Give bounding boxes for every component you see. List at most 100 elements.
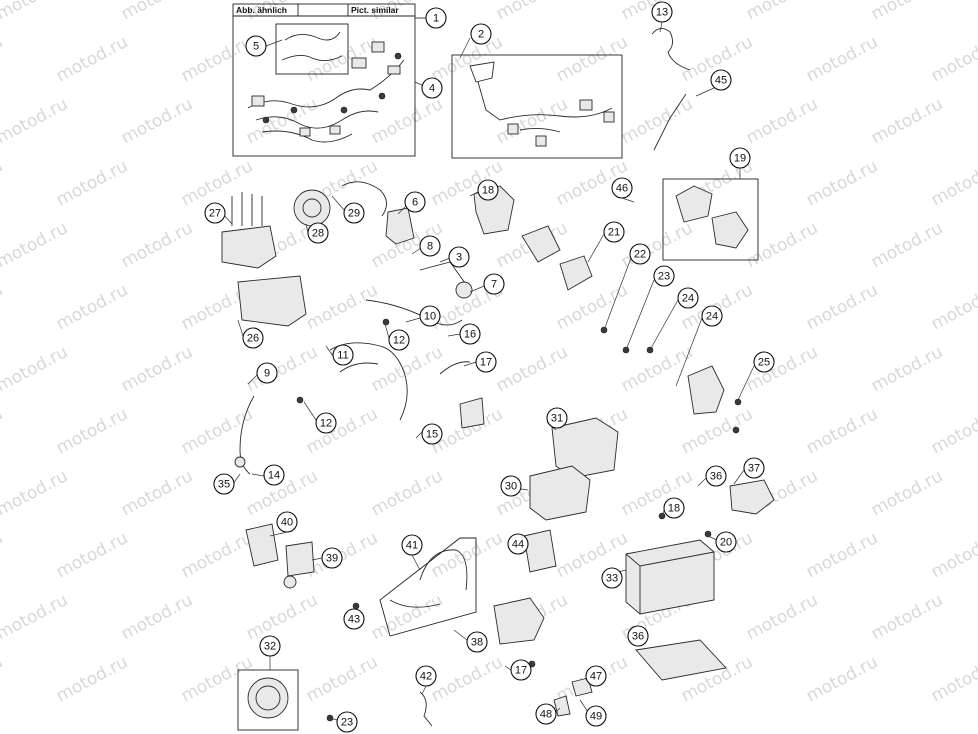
callout-27: 27 <box>204 202 226 224</box>
leader-line <box>469 191 479 197</box>
callout-6: 6 <box>404 191 426 213</box>
leader-line <box>251 473 265 477</box>
leader-line <box>504 665 512 671</box>
callout-36: 36 <box>705 465 727 487</box>
watermark-text: motod.ru <box>303 652 381 706</box>
watermark-text: motod.ru <box>243 590 321 644</box>
callout-circle <box>603 221 625 243</box>
callout-22: 22 <box>629 243 651 265</box>
watermark-text: motod.ru <box>928 156 978 210</box>
callout-4: 4 <box>421 77 443 99</box>
subassembly-frame-33 <box>237 669 299 731</box>
callout-number: 44 <box>512 539 524 551</box>
callout-10: 10 <box>419 305 441 327</box>
callout-circle <box>653 265 675 287</box>
callout-circle <box>415 665 437 687</box>
watermark-text: motod.ru <box>618 94 696 148</box>
callout-17: 17 <box>510 659 532 681</box>
watermark-text: motod.ru <box>0 94 71 148</box>
watermark-text: motod.ru <box>868 466 946 520</box>
callout-number: 18 <box>668 503 680 515</box>
watermark-text: motod.ru <box>803 528 881 582</box>
callout-8: 8 <box>419 235 441 257</box>
callout-number: 10 <box>424 311 436 323</box>
callout-24: 24 <box>677 287 699 309</box>
callout-number: 1 <box>433 13 439 25</box>
watermark-text: motod.ru <box>428 32 506 86</box>
leader-line <box>439 257 451 263</box>
callout-number: 27 <box>209 208 221 220</box>
leader-line <box>453 629 468 641</box>
leader-line <box>625 279 655 351</box>
watermark-text: motod.ru <box>368 590 446 644</box>
leader-line <box>697 477 707 487</box>
callout-26: 26 <box>242 327 264 349</box>
callout-number: 35 <box>218 479 230 491</box>
callout-3: 3 <box>448 246 470 268</box>
callout-circle <box>245 35 267 57</box>
callout-18: 18 <box>663 497 685 519</box>
callout-number: 38 <box>471 637 483 649</box>
watermark-text: motod.ru <box>0 466 71 520</box>
callout-circle <box>388 329 410 351</box>
watermark-text: motod.ru <box>0 528 6 582</box>
callout-48: 48 <box>535 703 557 725</box>
main-wiring-harness <box>247 23 405 143</box>
watermark-text: motod.ru <box>243 342 321 396</box>
watermark-text: motod.ru <box>868 590 946 644</box>
callout-15: 15 <box>421 423 443 445</box>
watermark-text: motod.ru <box>928 32 978 86</box>
watermark-text: motod.ru <box>118 590 196 644</box>
leader-line <box>421 685 427 695</box>
watermark-text: motod.ru <box>178 528 256 582</box>
callout-12: 12 <box>388 329 410 351</box>
callout-circle <box>404 191 426 213</box>
callout-circle <box>321 547 343 569</box>
leader-line <box>707 535 718 541</box>
callout-49: 49 <box>585 705 607 727</box>
callout-circle <box>729 147 751 169</box>
callout-number: 24 <box>706 311 718 323</box>
callout-number: 2 <box>478 29 484 41</box>
callout-circle <box>315 412 337 434</box>
callout-circle <box>710 69 732 91</box>
callout-number: 8 <box>427 241 433 253</box>
leader-line <box>411 247 422 255</box>
callout-circle <box>470 23 492 45</box>
callout-circle <box>510 659 532 681</box>
callout-23: 23 <box>336 711 358 733</box>
callout-number: 4 <box>429 83 435 95</box>
watermark-text: motod.ru <box>618 342 696 396</box>
watermark-text: motod.ru <box>428 652 506 706</box>
leader-line <box>621 197 635 203</box>
watermark-text: motod.ru <box>118 94 196 148</box>
callout-39: 39 <box>321 547 343 569</box>
callout-circle <box>651 1 673 23</box>
leader-line <box>325 345 334 357</box>
watermark-text: motod.ru <box>118 466 196 520</box>
callout-circle <box>546 407 568 429</box>
callout-circle <box>705 465 727 487</box>
callout-1: 1 <box>425 7 447 29</box>
callout-21: 21 <box>603 221 625 243</box>
callout-number: 45 <box>715 75 727 87</box>
leader-line <box>303 401 317 421</box>
leader-line <box>587 233 605 263</box>
leader-line <box>247 373 259 385</box>
callout-circle <box>419 305 441 327</box>
watermark-text: motod.ru <box>493 0 571 24</box>
callout-circle <box>629 243 651 265</box>
callout-19: 19 <box>729 147 751 169</box>
callout-circle <box>459 323 481 345</box>
watermark-text: motod.ru <box>678 404 756 458</box>
callout-number: 21 <box>608 227 620 239</box>
callout-circle <box>332 344 354 366</box>
watermark-text: motod.ru <box>803 652 881 706</box>
callout-circle <box>256 362 278 384</box>
callout-47: 47 <box>585 665 607 687</box>
callout-circle <box>307 222 329 244</box>
leader-line <box>265 39 283 47</box>
frame-label-left: Abb. ähnlich <box>236 5 287 15</box>
callout-number: 48 <box>540 709 552 721</box>
callout-18: 18 <box>477 179 499 201</box>
